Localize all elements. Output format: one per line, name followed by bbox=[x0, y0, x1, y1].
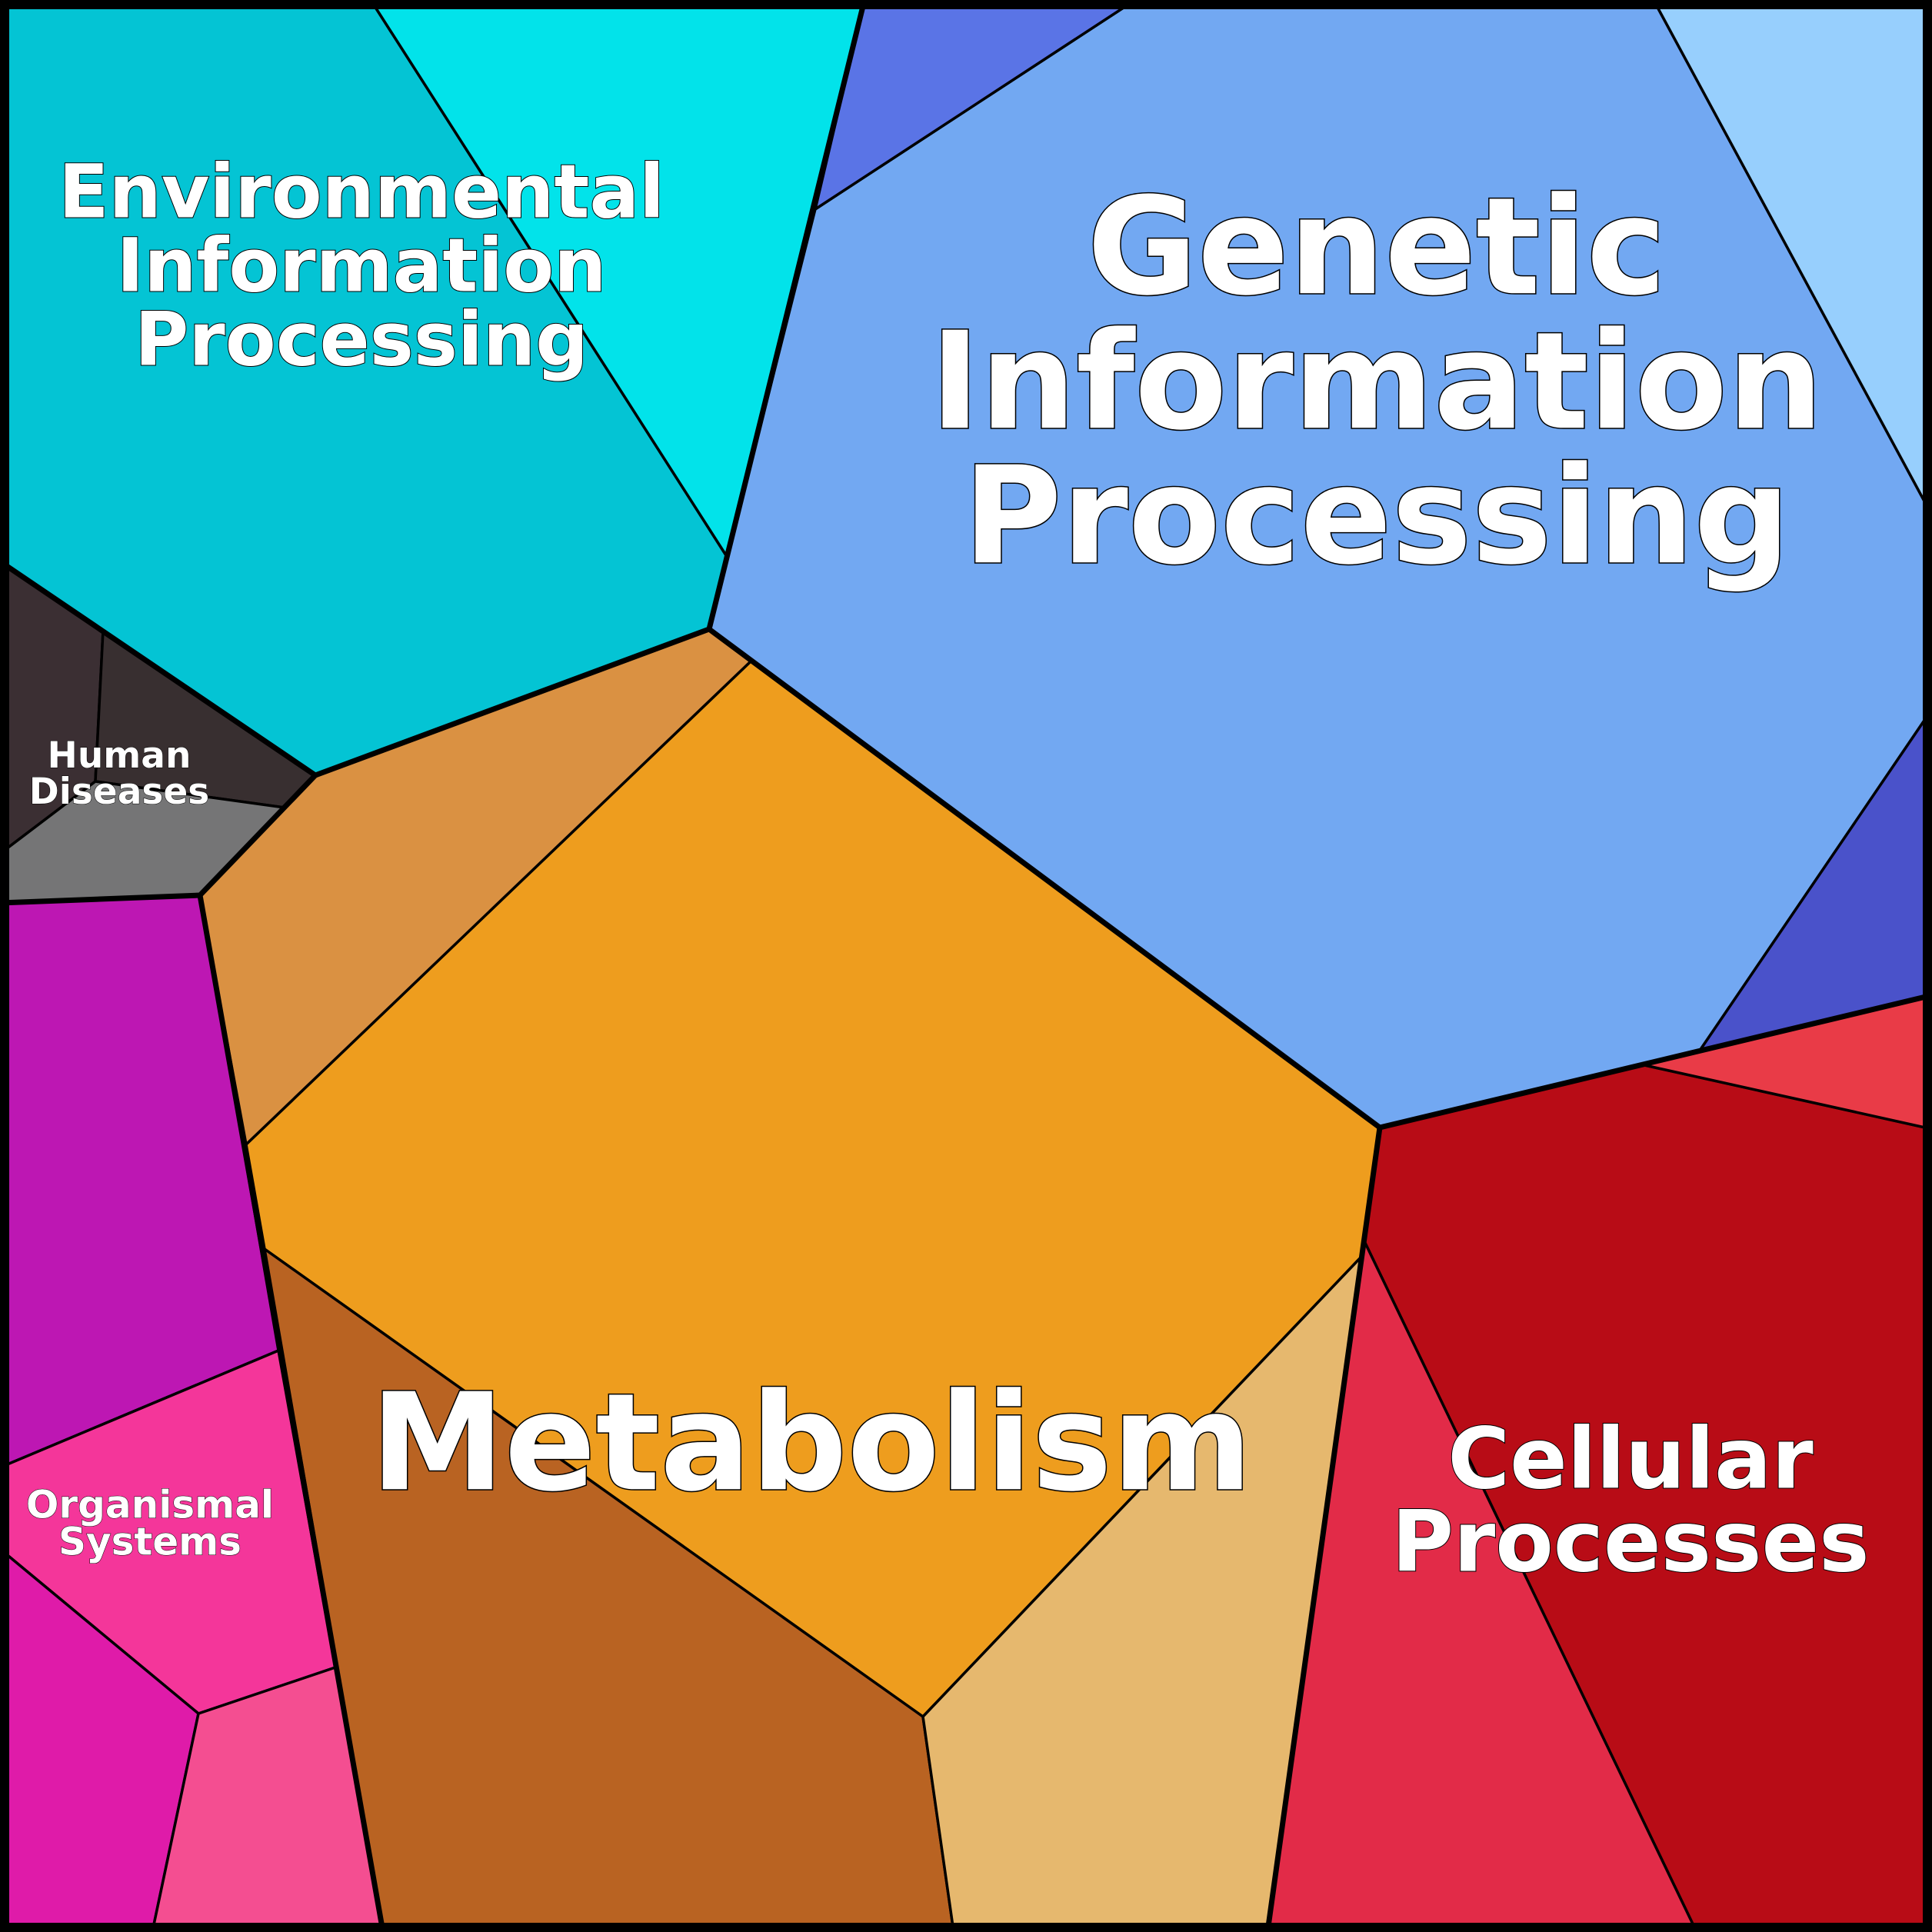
border-env-human bbox=[0, 558, 318, 778]
label-metabolism-line: Metabolism bbox=[371, 1365, 1253, 1521]
border-env-genetic bbox=[706, 0, 868, 632]
border-human-organismal bbox=[0, 892, 203, 906]
border-metabolism-organismal bbox=[197, 892, 386, 1932]
label-genetic-line: Processing bbox=[963, 438, 1790, 595]
border-genetic-cellular bbox=[1377, 992, 1932, 1131]
label-genetic-line: Information bbox=[930, 304, 1823, 460]
border-human-metabolism bbox=[197, 772, 318, 898]
label-human-line: Human bbox=[48, 734, 192, 777]
label-environmental-line: Processing bbox=[135, 297, 588, 383]
label-cellular-line: Cellular bbox=[1447, 1410, 1813, 1508]
border-metabolism-cellular bbox=[1264, 1124, 1383, 1932]
cell-metabolism-pale bbox=[921, 1254, 1364, 1932]
label-environmental-line: Environmental bbox=[58, 149, 665, 235]
cell-organismal-rose bbox=[151, 1666, 385, 1932]
label-organismal-line: Systems bbox=[58, 1520, 242, 1564]
label-organismal-line: Organismal bbox=[26, 1483, 274, 1527]
label-metabolism: Metabolism bbox=[371, 1365, 1253, 1521]
label-genetic-line: Genetic bbox=[1088, 169, 1667, 325]
label-cellular-line: Processes bbox=[1391, 1493, 1869, 1591]
border-genetic-metabolism bbox=[706, 626, 1383, 1131]
label-environmental-line: Information bbox=[116, 223, 606, 309]
label-human-line: Diseases bbox=[29, 771, 210, 813]
cell-organismal-magenta bbox=[0, 1547, 200, 1932]
cell-genetic-light bbox=[1652, 0, 1932, 517]
border-env-metabolism bbox=[312, 626, 712, 778]
